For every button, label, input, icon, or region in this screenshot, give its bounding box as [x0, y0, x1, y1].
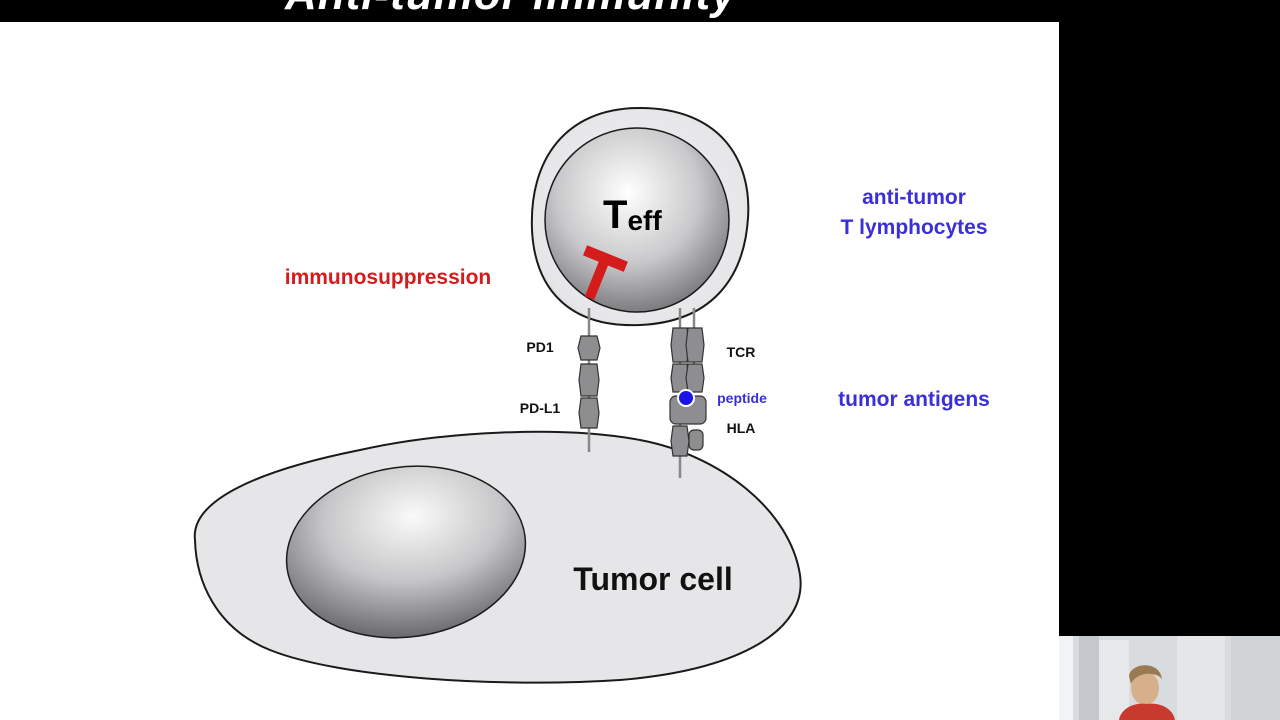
anti-tumor-label-line1: anti-tumor — [862, 186, 966, 209]
pd1-label: PD1 — [526, 339, 553, 355]
tcr-beta-domain-2 — [685, 363, 705, 393]
peptide-label: peptide — [717, 390, 767, 406]
immunosuppression-label: immunosuppression — [285, 266, 492, 289]
tumor-antigens-label: tumor antigens — [838, 388, 990, 411]
webcam-thumbnail — [1059, 636, 1280, 720]
t-cell-nucleus — [544, 127, 730, 313]
right-black-bar — [1059, 22, 1280, 636]
tcr-label: TCR — [727, 344, 756, 360]
inhibition-icon — [582, 245, 628, 300]
pdl1-label: PD-L1 — [520, 400, 561, 416]
title-strip: Anti-tumor immunity — [0, 0, 1280, 22]
hla-domain-bottom — [670, 425, 690, 457]
slide-canvas: Teff immunosuppression anti-tumor T lymp… — [0, 22, 1059, 720]
beta2m-domain — [688, 429, 704, 451]
t-eff-label: Teff — [603, 193, 662, 237]
tcr-beta-domain-1 — [685, 327, 705, 363]
peptide-dot — [677, 389, 695, 407]
slide-title: Anti-tumor immunity — [285, 0, 737, 20]
tcr-alpha-domain-1 — [670, 327, 690, 363]
anti-tumor-label-line2: T lymphocytes — [840, 216, 987, 239]
pdl1-domain-2 — [578, 397, 600, 429]
tumor-nucleus — [285, 465, 527, 639]
hla-label: HLA — [727, 420, 756, 436]
immunity-diagram: Teff immunosuppression anti-tumor T lymp… — [193, 106, 990, 684]
pdl1-domain-1 — [578, 363, 600, 397]
tumor-cell-label: Tumor cell — [573, 561, 732, 597]
pd1-domain — [577, 335, 601, 361]
